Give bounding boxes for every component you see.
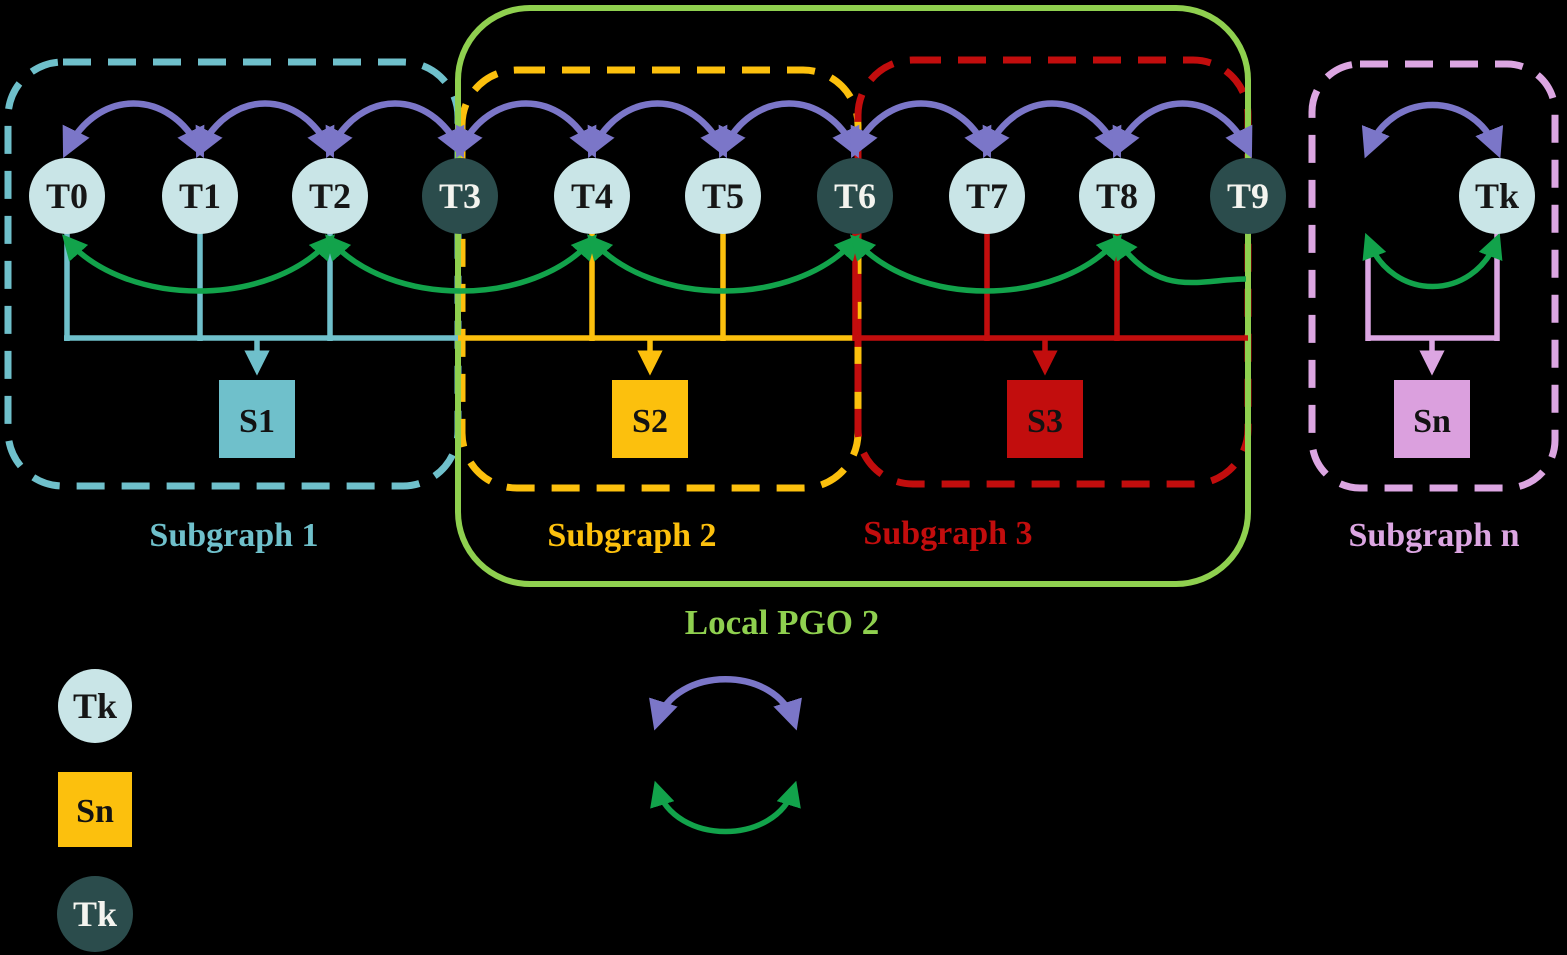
legend: Tk Sn Tk	[57, 669, 802, 952]
legend-shared-node	[57, 876, 133, 952]
summary-node-s3-label: S3	[1027, 403, 1063, 440]
loop-closure-edge-t0-t2	[61, 234, 336, 294]
odometry-edge-t0-t1	[62, 100, 205, 159]
subgraph2-boundary	[458, 66, 862, 492]
subgraph-n-boundary	[1308, 60, 1559, 492]
odometry-edge-t5-t6	[718, 100, 860, 159]
odometry-edge-t6-t7	[850, 100, 992, 159]
odometry-edge-t2-t3	[325, 100, 465, 159]
pose-node-t5-label: T5	[702, 176, 744, 216]
pose-node-t4-label: T4	[571, 176, 613, 216]
subgraph1-caption: Subgraph 1	[149, 517, 318, 554]
pose-node-t8-label: T8	[1096, 176, 1138, 216]
pose-node-t8	[1079, 158, 1155, 234]
subgraph3-summary-links	[852, 230, 1248, 376]
legend-pose-node	[58, 669, 132, 743]
subgraph3-caption: Subgraph 3	[863, 515, 1032, 552]
pose-node-tk-label: Tk	[1475, 176, 1519, 216]
odometry-edges	[62, 100, 1504, 159]
loop-closure-edge-t6-t8	[849, 234, 1123, 294]
summary-node-s3	[1007, 380, 1083, 458]
summary-node-s1-label: S1	[239, 403, 275, 440]
odometry-edge-subgraph-n	[1361, 101, 1504, 159]
loop-closure-edge-subgraph-n	[1362, 232, 1503, 290]
pose-node-t6	[817, 158, 893, 234]
loop-closure-edge-t2-t4	[324, 234, 598, 294]
odometry-edge-t4-t5	[587, 100, 728, 159]
legend-loop-closure-edge	[650, 780, 801, 835]
odometry-edge-t7-t8	[982, 100, 1122, 159]
subgraph1-summary-links	[64, 230, 458, 376]
summary-node-s2	[612, 380, 688, 458]
subgraph-n-summary-links	[1365, 230, 1500, 376]
pose-node-t3	[422, 158, 498, 234]
pose-node-t2-label: T2	[309, 176, 351, 216]
pose-node-t0	[29, 158, 105, 234]
pose-node-t2	[292, 158, 368, 234]
local-pgo-caption: Local PGO 2	[685, 603, 879, 642]
summary-node-s2-label: S2	[632, 403, 668, 440]
pose-node-t7	[949, 158, 1025, 234]
legend-odometry-edge	[649, 676, 802, 731]
odometry-edge-t1-t2	[195, 100, 335, 159]
subgraph-n-caption: Subgraph n	[1348, 517, 1519, 554]
pose-node-t1-label: T1	[179, 176, 221, 216]
subgraph1-boundary	[4, 58, 462, 490]
pose-node-t9-label: T9	[1227, 176, 1269, 216]
pose-node-t4	[554, 158, 630, 234]
legend-summary-node	[58, 772, 132, 847]
legend-pose-node-label: Tk	[73, 686, 117, 726]
subgraph3-boundary	[854, 56, 1252, 488]
pose-node-tk	[1459, 158, 1535, 234]
legend-shared-node-label: Tk	[73, 894, 117, 934]
pose-node-t0-label: T0	[46, 176, 88, 216]
pose-node-t6-label: T6	[834, 176, 876, 216]
local-pgo-boundary	[455, 5, 1251, 587]
pose-node-t7-label: T7	[966, 176, 1008, 216]
loop-closure-edge-t8-t9	[1112, 233, 1247, 286]
loop-closure-edge-t4-t6	[586, 234, 861, 294]
summary-node-sn-label: Sn	[1413, 403, 1451, 440]
pose-node-t5	[685, 158, 761, 234]
subgraph2-summary-links	[458, 230, 858, 376]
pose-node-t9	[1210, 158, 1286, 234]
legend-summary-node-label: Sn	[76, 793, 114, 830]
pose-node-t3-label: T3	[439, 176, 481, 216]
subgraph2-caption: Subgraph 2	[547, 517, 716, 554]
odometry-edge-t8-t9	[1112, 100, 1253, 159]
summary-node-sn	[1394, 380, 1470, 458]
summary-node-s1	[219, 380, 295, 458]
loop-closure-edges	[61, 232, 1503, 294]
odometry-edge-t3-t4	[455, 100, 597, 159]
pose-node-t1	[162, 158, 238, 234]
